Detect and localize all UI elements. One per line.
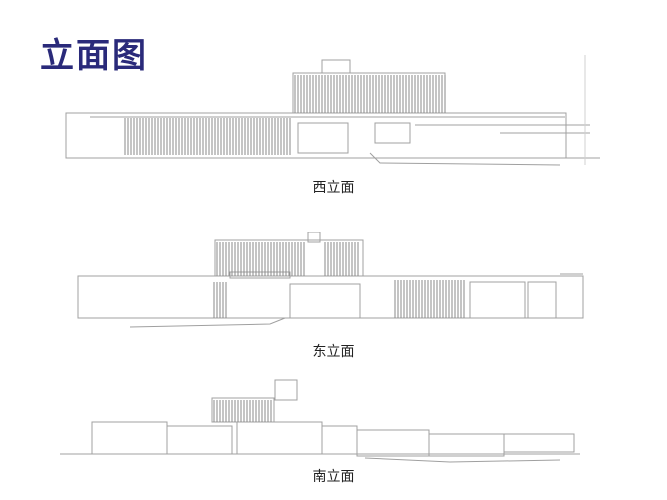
south-elevation-svg [0, 378, 667, 463]
west-main-volume [66, 113, 566, 158]
caption-west: 西立面 [312, 180, 355, 196]
caption-south: 南立面 [312, 469, 355, 485]
west-chimney [322, 60, 350, 73]
page-title: 立面图 [40, 36, 148, 76]
east-elevation-drawing [0, 232, 667, 342]
west-elevation-svg [0, 55, 667, 175]
west-elevation-drawing [0, 55, 667, 175]
south-elevation-drawing [0, 378, 667, 463]
west-screen-hatch [125, 75, 445, 155]
east-screen-hatch [214, 242, 464, 318]
south-screen-hatch [214, 400, 271, 422]
caption-east: 东立面 [312, 344, 355, 360]
east-elevation-svg [0, 232, 667, 342]
